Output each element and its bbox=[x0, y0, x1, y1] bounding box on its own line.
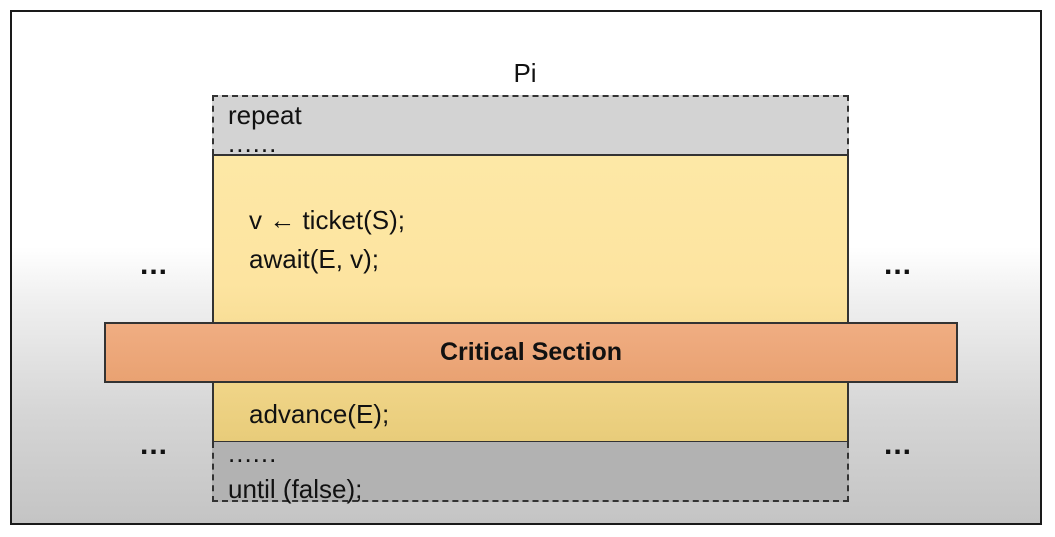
advance-statement: advance(E); bbox=[249, 399, 390, 429]
left-bottom-ellipsis: ... bbox=[140, 428, 169, 461]
right-bottom-ellipsis: ... bbox=[884, 428, 913, 461]
bottom-ellipsis: ...... bbox=[228, 438, 278, 468]
critical-section-label: Critical Section bbox=[440, 338, 622, 366]
repeat-keyword: repeat bbox=[228, 100, 302, 130]
top-ellipsis: ...... bbox=[228, 128, 278, 158]
critical-section-bar: Critical Section bbox=[104, 322, 958, 383]
loop-header-region bbox=[212, 95, 849, 155]
loop-footer-region bbox=[212, 442, 849, 502]
left-top-ellipsis: ... bbox=[140, 248, 169, 281]
right-top-ellipsis: ... bbox=[884, 248, 913, 281]
until-statement: until (false); bbox=[228, 474, 363, 504]
process-code-block bbox=[212, 154, 849, 443]
ticket-statement: v ← ticket(S); bbox=[249, 205, 406, 235]
await-statement: await(E, v); bbox=[249, 244, 380, 274]
process-label: Pi bbox=[513, 58, 537, 88]
